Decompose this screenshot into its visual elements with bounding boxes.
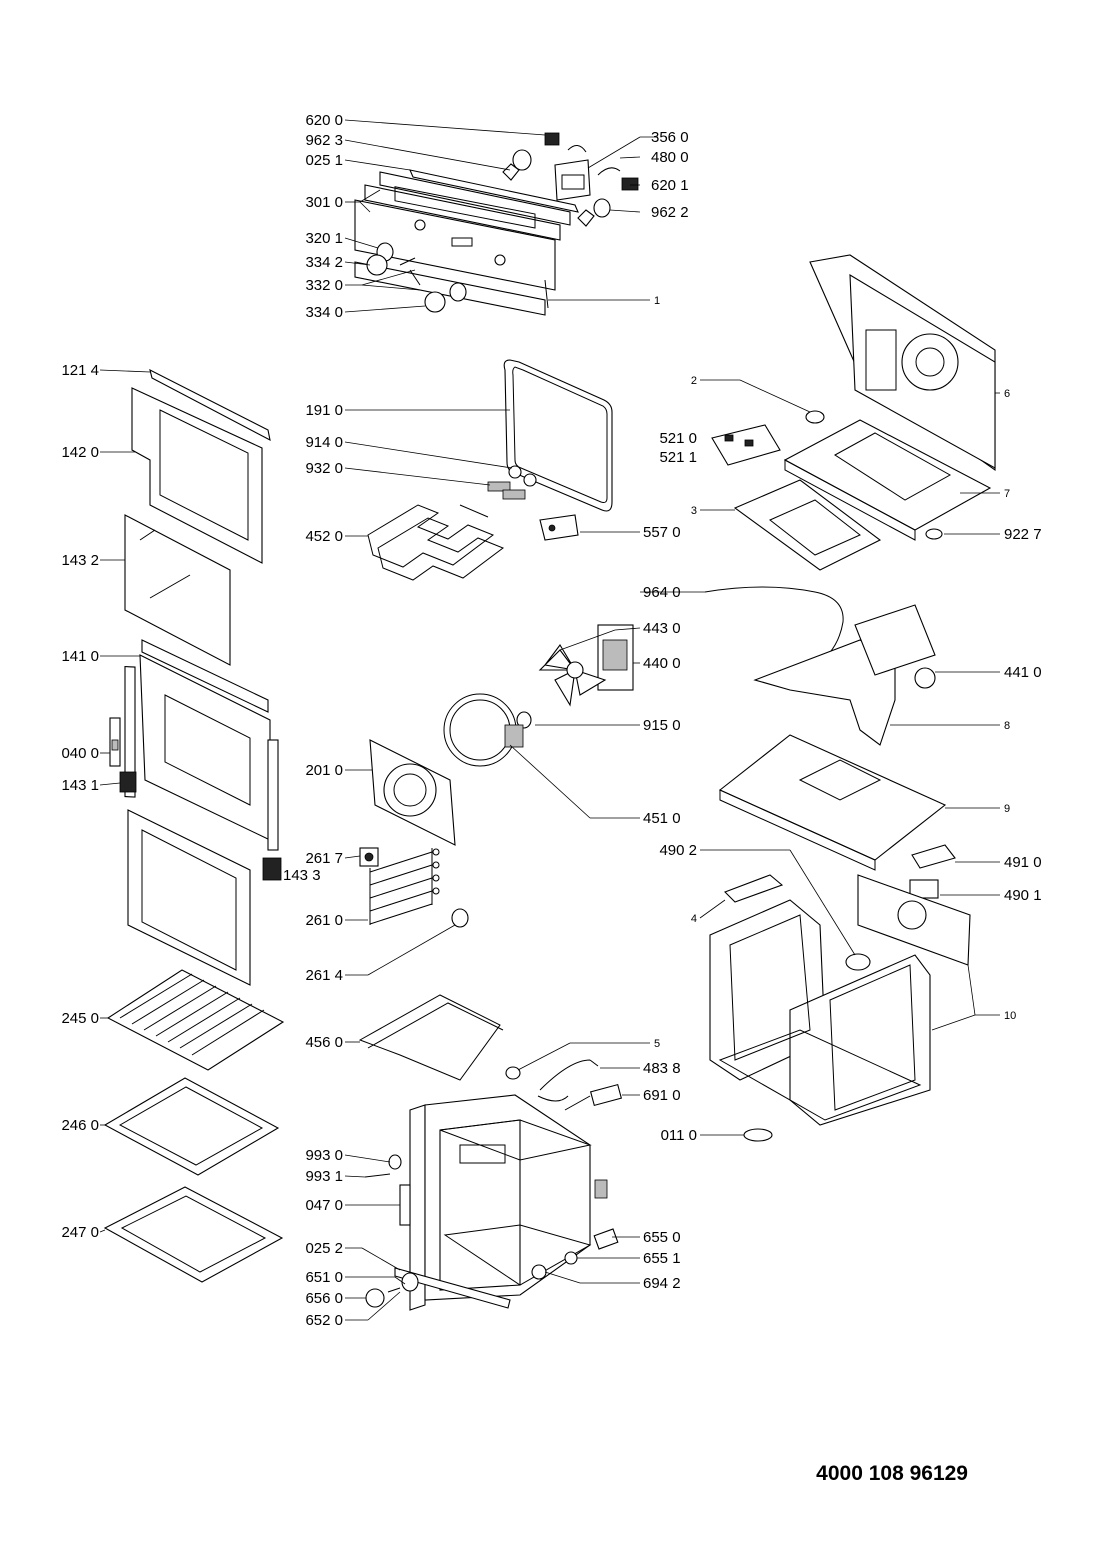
label-452-0: 452 0: [305, 528, 343, 545]
label-143-2: 143 2: [61, 552, 99, 569]
label-440-0: 440 0: [643, 655, 681, 672]
label-025-1: 025 1: [305, 152, 343, 169]
label-261-4: 261 4: [305, 967, 343, 984]
label-922-7: 922 7: [1004, 526, 1042, 543]
label-320-1: 320 1: [305, 230, 343, 247]
label-694-2: 694 2: [643, 1275, 681, 1292]
label-141-0: 141 0: [61, 648, 99, 665]
label-993-1: 993 1: [305, 1168, 343, 1185]
label-143-1: 143 1: [61, 777, 99, 794]
label-993-0: 993 0: [305, 1147, 343, 1164]
label-655-1: 655 1: [643, 1250, 681, 1267]
label-620-1: 620 1: [651, 177, 689, 194]
label-143-3: 143 3: [283, 867, 321, 884]
label-247-0: 247 0: [61, 1224, 99, 1241]
leader-lines: [99, 119, 1000, 1321]
label-914-0: 914 0: [305, 434, 343, 451]
label-5: 5: [654, 1038, 660, 1050]
part-143-3: [262, 857, 282, 881]
label-356-0: 356 0: [651, 129, 689, 146]
right-parts-group: [709, 254, 996, 1142]
label-443-0: 443 0: [643, 620, 681, 637]
label-142-0: 142 0: [61, 444, 99, 461]
label-491-0: 491 0: [1004, 854, 1042, 871]
label-7: 7: [1004, 488, 1010, 500]
center-parts-group: [358, 359, 844, 1311]
label-334-2: 334 2: [305, 254, 343, 271]
label-490-1: 490 1: [1004, 887, 1042, 904]
label-025-2: 025 2: [305, 1240, 343, 1257]
label-651-0: 651 0: [305, 1269, 343, 1286]
label-121-4: 121 4: [61, 362, 99, 379]
label-201-0: 201 0: [305, 762, 343, 779]
label-191-0: 191 0: [305, 402, 343, 419]
label-9: 9: [1004, 803, 1010, 815]
label-261-7: 261 7: [305, 850, 343, 867]
label-6: 6: [1004, 388, 1010, 400]
label-962-3: 962 3: [305, 132, 343, 149]
label-557-0: 557 0: [643, 524, 681, 541]
label-521-0: 521 0: [659, 430, 697, 447]
label-334-0: 334 0: [305, 304, 343, 321]
label-4: 4: [691, 913, 697, 925]
label-1: 1: [654, 295, 660, 307]
label-620-0: 620 0: [305, 112, 343, 129]
label-3: 3: [691, 505, 697, 517]
part-labels: 620 0 962 3 025 1 301 0 320 1 334 2 332 …: [61, 112, 1041, 1329]
label-490-2: 490 2: [659, 842, 697, 859]
label-245-0: 245 0: [61, 1010, 99, 1027]
document-number: 4000 108 96129: [816, 1462, 968, 1485]
label-652-0: 652 0: [305, 1312, 343, 1329]
label-962-2: 962 2: [651, 204, 689, 221]
label-521-1: 521 1: [659, 449, 697, 466]
label-483-8: 483 8: [643, 1060, 681, 1077]
label-932-0: 932 0: [305, 460, 343, 477]
door-group: [109, 368, 279, 986]
label-441-0: 441 0: [1004, 664, 1042, 681]
label-451-0: 451 0: [643, 810, 681, 827]
label-456-0: 456 0: [305, 1034, 343, 1051]
label-011-0: 011 0: [661, 1127, 697, 1144]
control-panel-group: [354, 132, 639, 316]
label-655-0: 655 0: [643, 1229, 681, 1246]
label-915-0: 915 0: [643, 717, 681, 734]
label-691-0: 691 0: [643, 1087, 681, 1104]
label-261-0: 261 0: [305, 912, 343, 929]
label-047-0: 047 0: [305, 1197, 343, 1214]
label-656-0: 656 0: [305, 1290, 343, 1307]
label-964-0: 964 0: [643, 584, 681, 601]
label-480-0: 480 0: [651, 149, 689, 166]
label-8: 8: [1004, 720, 1010, 732]
label-301-0: 301 0: [305, 194, 343, 211]
label-10: 10: [1004, 1010, 1016, 1022]
label-246-0: 246 0: [61, 1117, 99, 1134]
label-2: 2: [691, 375, 697, 387]
label-040-0: 040 0: [61, 745, 99, 762]
trays-group: [103, 969, 285, 1283]
label-332-0: 332 0: [305, 277, 343, 294]
